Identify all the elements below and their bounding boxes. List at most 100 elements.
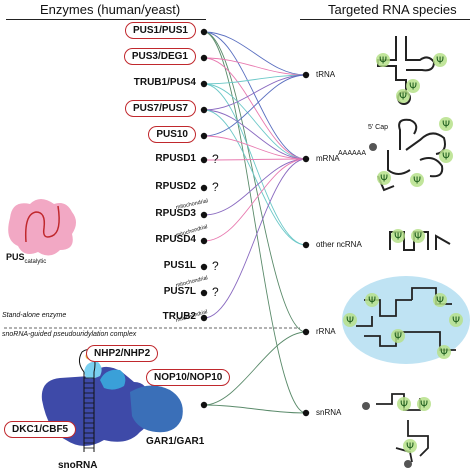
enzyme-rna-connection <box>203 74 307 111</box>
pus-catalytic-label: PUScatalytic <box>6 252 46 265</box>
enzyme-rna-connection <box>203 109 307 160</box>
rna-dot <box>302 409 310 417</box>
mrna-cap-label: 5' Cap <box>368 124 389 131</box>
pseudouridine-mark: Ψ <box>391 229 405 243</box>
rna-species-header-underline <box>300 19 470 20</box>
pseudouridine-mark: Ψ <box>396 89 410 103</box>
snorna-guided-label: snoRNA-guided pseudouridylation complex <box>2 331 137 338</box>
pseudouridine-mark: Ψ <box>410 173 424 187</box>
rna-species-label: rRNA <box>316 327 336 336</box>
unknown-target-mark: ? <box>212 152 219 166</box>
enzymes-header: Enzymes (human/yeast) <box>40 2 181 17</box>
complex-rna-connection <box>203 404 307 414</box>
mrna-cap-dot <box>369 143 377 151</box>
enzyme-rna-connection <box>203 57 307 160</box>
enzyme-label: PUS3/DEG1 <box>123 48 196 65</box>
enzyme-rna-connection <box>203 31 307 160</box>
svg-text:Ψ: Ψ <box>436 56 444 67</box>
svg-text:Ψ: Ψ <box>400 400 408 411</box>
complex-dot <box>200 401 208 409</box>
rna-dot <box>302 328 310 336</box>
pseudouridine-mark: Ψ <box>391 329 405 343</box>
svg-text:Ψ: Ψ <box>452 316 460 327</box>
unknown-target-mark: ? <box>212 259 219 273</box>
enzyme-label: PUS1/PUS1 <box>124 22 196 39</box>
svg-text:Ψ: Ψ <box>440 348 448 359</box>
enzyme-label: RPUSD4 <box>155 234 196 245</box>
enzyme-dot <box>200 211 208 219</box>
svg-text:Ψ: Ψ <box>394 232 402 243</box>
enzyme-label: TRUB2 <box>162 311 196 322</box>
enzyme-dot <box>200 132 208 140</box>
pseudouridine-mark: Ψ <box>439 149 453 163</box>
enzyme-dot <box>200 54 208 62</box>
svg-text:Ψ: Ψ <box>379 56 387 67</box>
gar1-label: GAR1/GAR1 <box>146 436 205 447</box>
pseudouridine-mark: Ψ <box>377 171 391 185</box>
enzyme-label: RPUSD1 <box>155 153 196 164</box>
enzyme-dot <box>200 237 208 245</box>
pus-label-sub: catalytic <box>24 258 47 265</box>
complex-rna-connection <box>203 331 307 406</box>
enzyme-label: PUS10 <box>148 126 196 143</box>
rna-species-label: tRNA <box>316 70 336 79</box>
enzyme-dot <box>200 314 208 322</box>
mrna-polya-label: AAAAAA <box>338 150 367 157</box>
enzyme-dot <box>200 289 208 297</box>
svg-text:Ψ: Ψ <box>380 174 388 185</box>
snrna-end-dot <box>404 460 412 468</box>
enzyme-rna-connection <box>203 31 307 76</box>
pseudouridine-mark: Ψ <box>403 439 417 453</box>
pseudouridine-mark: Ψ <box>376 53 390 67</box>
enzyme-rna-connection <box>203 158 307 242</box>
svg-text:Ψ: Ψ <box>442 152 450 163</box>
enzyme-rna-connection <box>203 83 307 160</box>
enzyme-label: PUS1L <box>163 260 196 271</box>
enzyme-rna-connection <box>203 74 307 137</box>
enzyme-label: RPUSD3 <box>155 208 196 219</box>
svg-text:Ψ: Ψ <box>420 400 428 411</box>
enzyme-label: PUS7L <box>163 286 196 297</box>
nop10-label: NOP10/NOP10 <box>146 369 231 386</box>
enzyme-rna-connection <box>203 31 307 414</box>
svg-text:Ψ: Ψ <box>442 120 450 131</box>
enzyme-dot <box>200 184 208 192</box>
enzyme-dot <box>200 263 208 271</box>
pseudouridine-mark: Ψ <box>406 79 420 93</box>
pseudouridine-mark: Ψ <box>433 293 447 307</box>
enzyme-rna-connection <box>203 109 307 246</box>
enzyme-dot <box>200 28 208 36</box>
rna-dot <box>302 71 310 79</box>
enzyme-label: RPUSD2 <box>155 181 196 192</box>
svg-text:Ψ: Ψ <box>406 442 414 453</box>
rna-species-header: Targeted RNA species <box>328 2 457 17</box>
pseudouridine-mark: Ψ <box>417 397 431 411</box>
pseudouridine-mark: Ψ <box>397 397 411 411</box>
svg-text:Ψ: Ψ <box>413 176 421 187</box>
rna-species-label: other ncRNA <box>316 240 362 249</box>
pseudouridine-mark: Ψ <box>365 293 379 307</box>
rna-species-label: snRNA <box>316 408 342 417</box>
rna-dot <box>302 241 310 249</box>
rna-species-label: mRNA <box>316 154 340 163</box>
standalone-label: Stand-alone enzyme <box>2 312 67 319</box>
enzyme-rna-connection <box>203 83 307 246</box>
snorna-label: snoRNA <box>58 460 98 471</box>
pseudouridine-mark: Ψ <box>439 117 453 131</box>
svg-text:Ψ: Ψ <box>436 296 444 307</box>
svg-text:Ψ: Ψ <box>346 316 354 327</box>
nhp2-label: NHP2/NHP2 <box>86 345 159 362</box>
svg-text:Ψ: Ψ <box>394 332 402 343</box>
enzyme-rna-connection <box>203 158 307 161</box>
dkc1-label: DKC1/CBF5 <box>4 421 77 438</box>
enzyme-dot <box>200 106 208 114</box>
rna-dot <box>302 155 310 163</box>
enzyme-rna-connection <box>203 31 307 333</box>
pus-catalytic-illustration <box>8 199 77 256</box>
connection-dots <box>200 28 310 417</box>
enzyme-rna-connection <box>203 57 307 76</box>
pseudouridine-mark: Ψ <box>411 229 425 243</box>
enzyme-label: TRUB1/PUS4 <box>133 77 196 88</box>
pus-label-main: PUS <box>6 252 25 262</box>
